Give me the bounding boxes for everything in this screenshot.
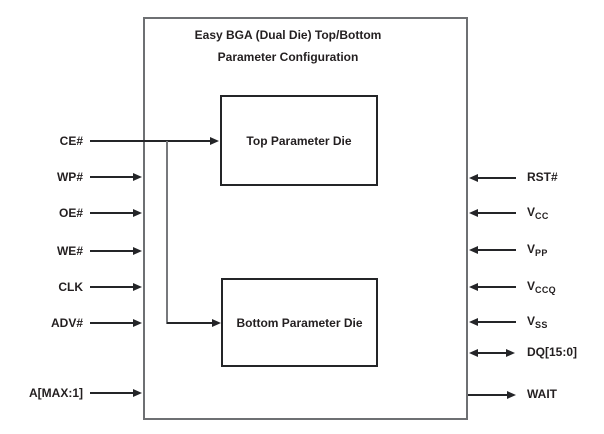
signal-oe-line (90, 212, 134, 214)
signal-dq-label: DQ[15:0] (527, 344, 578, 359)
arrowhead-left-icon (469, 209, 478, 217)
diagram-title: Easy BGA (Dual Die) Top/Bottom Parameter… (143, 24, 433, 68)
signal-address-line (90, 392, 134, 394)
arrowhead-right-icon (133, 283, 142, 291)
arrowhead-left-icon (469, 246, 478, 254)
arrowhead-right-icon (133, 173, 142, 181)
signal-clk-label: CLK (58, 280, 83, 294)
signal-vccq-line (477, 286, 516, 288)
signal-address-label: A[MAX:1] (29, 386, 83, 400)
signal-wait-line (468, 394, 508, 396)
signal-rst-line (477, 177, 516, 179)
signal-ce-label: CE# (59, 134, 83, 148)
signal-vss-label: VSS (527, 313, 548, 331)
top-parameter-die-box: Top Parameter Die (220, 95, 378, 186)
signal-vcc-label: VCC (527, 204, 549, 222)
signal-vpp-line (477, 249, 516, 251)
arrowhead-right-icon (133, 319, 142, 327)
arrowhead-left-icon (469, 283, 478, 291)
signal-oe-label: OE# (58, 206, 83, 220)
arrowhead-right-icon (506, 349, 515, 357)
arrowhead-right-icon (133, 247, 142, 255)
signal-wait-label: WAIT (527, 386, 557, 401)
bottom-parameter-die-box: Bottom Parameter Die (221, 278, 378, 367)
signal-vcc-line (477, 212, 516, 214)
signal-adv-line (90, 322, 134, 324)
signal-we-label: WE# (56, 244, 83, 258)
arrowhead-left-icon (469, 174, 478, 182)
arrowhead-right-icon (133, 209, 142, 217)
signal-wp-label: WP# (56, 170, 83, 184)
signal-dq-line (477, 352, 507, 354)
arrowhead-right-icon (212, 319, 221, 327)
signal-ce-branch-vertical-line (166, 141, 168, 324)
top-parameter-die-label: Top Parameter Die (246, 133, 352, 148)
diagram-title-line1: Easy BGA (Dual Die) Top/Bottom (194, 28, 382, 42)
signal-rst-label: RST# (527, 169, 558, 184)
arrowhead-right-icon (210, 137, 219, 145)
signal-ce-line (90, 140, 211, 142)
arrowhead-left-icon (469, 349, 478, 357)
signal-adv-label: ADV# (50, 316, 83, 330)
signal-vpp-label: VPP (527, 241, 548, 259)
signal-vccq-label: VCCQ (527, 278, 556, 296)
arrowhead-left-icon (469, 318, 478, 326)
arrowhead-right-icon (507, 391, 516, 399)
signal-clk-line (90, 286, 134, 288)
signal-vss-line (477, 321, 516, 323)
signal-ce-branch-line (167, 322, 213, 324)
signal-we-line (90, 250, 134, 252)
arrowhead-right-icon (133, 389, 142, 397)
diagram-title-line2: Parameter Configuration (217, 50, 359, 64)
signal-wp-line (90, 176, 134, 178)
bottom-parameter-die-label: Bottom Parameter Die (236, 315, 363, 330)
